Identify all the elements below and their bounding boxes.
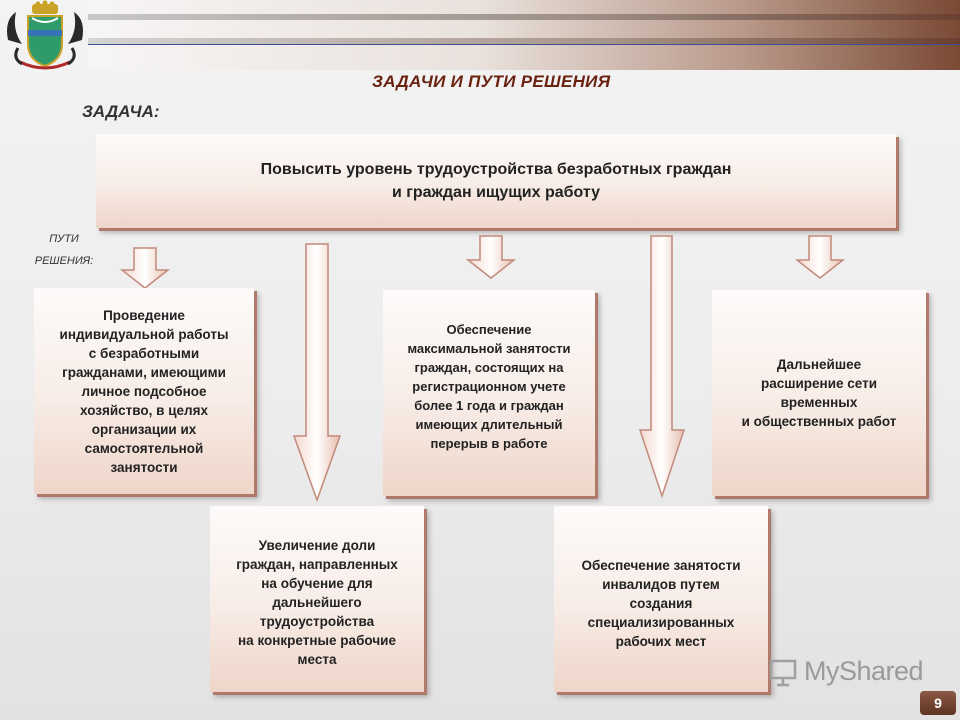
goal-text: Повысить уровень трудоустройства безрабо… [260,161,732,201]
header-band [88,0,960,70]
ways-label-text: ПУТИ РЕШЕНИЯ: [34,233,94,267]
header-stripe [88,14,960,20]
long-arrow [638,235,686,499]
header-divider [88,44,960,45]
solution-text: Дальнейшее расширение сети временных и о… [741,357,897,429]
short-arrow [465,235,517,279]
watermark: MyShared [768,656,924,687]
long-arrow [292,243,342,503]
solution-text: Обеспечение занятости инвалидов путем со… [581,558,741,649]
short-arrow [794,235,846,279]
presentation-icon [769,659,797,687]
task-label: ЗАДАЧА: [82,102,160,121]
ways-label: ПУТИ РЕШЕНИЯ: [24,228,104,272]
solution-text: Увеличение доли граждан, направленных на… [236,538,398,667]
solution-box: Проведение индивидуальной работы с безра… [34,288,254,494]
solution-box: Увеличение доли граждан, направленных на… [210,506,424,692]
solution-text: Проведение индивидуальной работы с безра… [59,307,229,475]
solution-box: Дальнейшее расширение сети временных и о… [712,290,926,496]
solution-box: Обеспечение занятости инвалидов путем со… [554,506,768,692]
solution-box: Обеспечение максимальной занятости гражд… [383,290,595,496]
solution-text: Обеспечение максимальной занятости гражд… [407,322,571,451]
goal-box: Повысить уровень трудоустройства безрабо… [96,134,896,228]
watermark-text: MyShared [804,656,924,686]
short-arrow [119,247,171,289]
page-number: 9 [920,691,956,715]
header-stripe [88,38,960,44]
coat-of-arms-icon [7,0,83,70]
slide-title: ЗАДАЧИ И ПУТИ РЕШЕНИЯ [372,72,611,91]
